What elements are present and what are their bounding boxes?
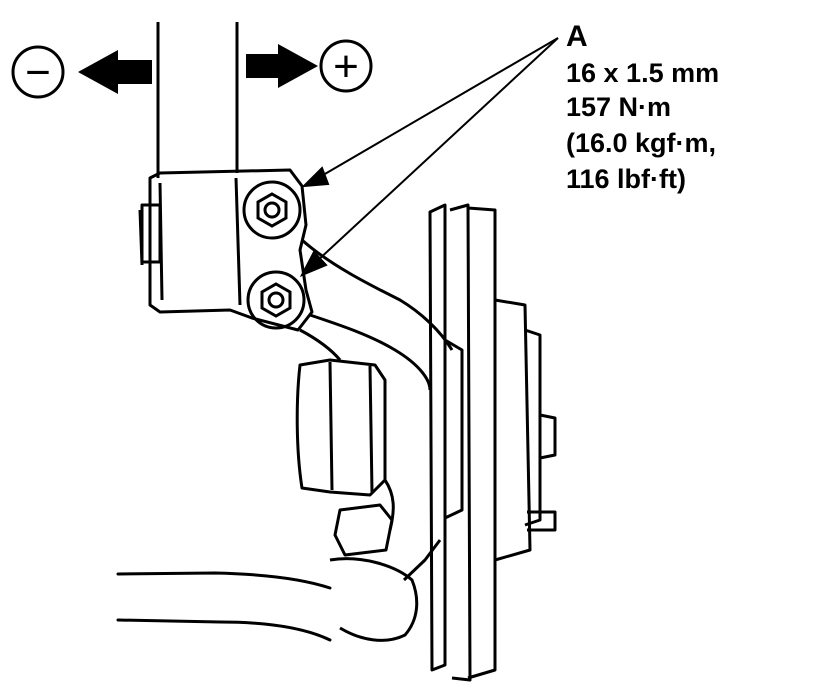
plus-sign: + [333, 42, 359, 91]
right-arrow-icon [246, 44, 318, 88]
callout-line-2: 157 N·m [566, 92, 671, 122]
left-arrow-icon [78, 50, 152, 94]
brake-rotor [428, 203, 557, 682]
callout-line-3: (16.0 kgf·m, [566, 128, 716, 158]
callout-leaders [299, 37, 559, 277]
minus-circle-icon [11, 45, 65, 99]
callout-label: A 16 x 1.5 mm 157 N·m (16.0 kgf·m, 116 l… [566, 20, 719, 194]
callout-line-1: 16 x 1.5 mm [566, 58, 719, 88]
plus-circle-icon [319, 39, 373, 93]
lower-bolt [246, 270, 306, 330]
strut-bracket [138, 168, 314, 332]
callout-line-4: 116 lbf·ft) [566, 164, 686, 194]
direction-indicators: − + [11, 39, 373, 99]
strut-tube [156, 22, 239, 178]
steering-knuckle [295, 238, 454, 642]
callout-letter: A [566, 20, 588, 53]
lower-arm [116, 571, 332, 642]
minus-sign: − [25, 48, 51, 97]
upper-bolt [242, 180, 302, 240]
